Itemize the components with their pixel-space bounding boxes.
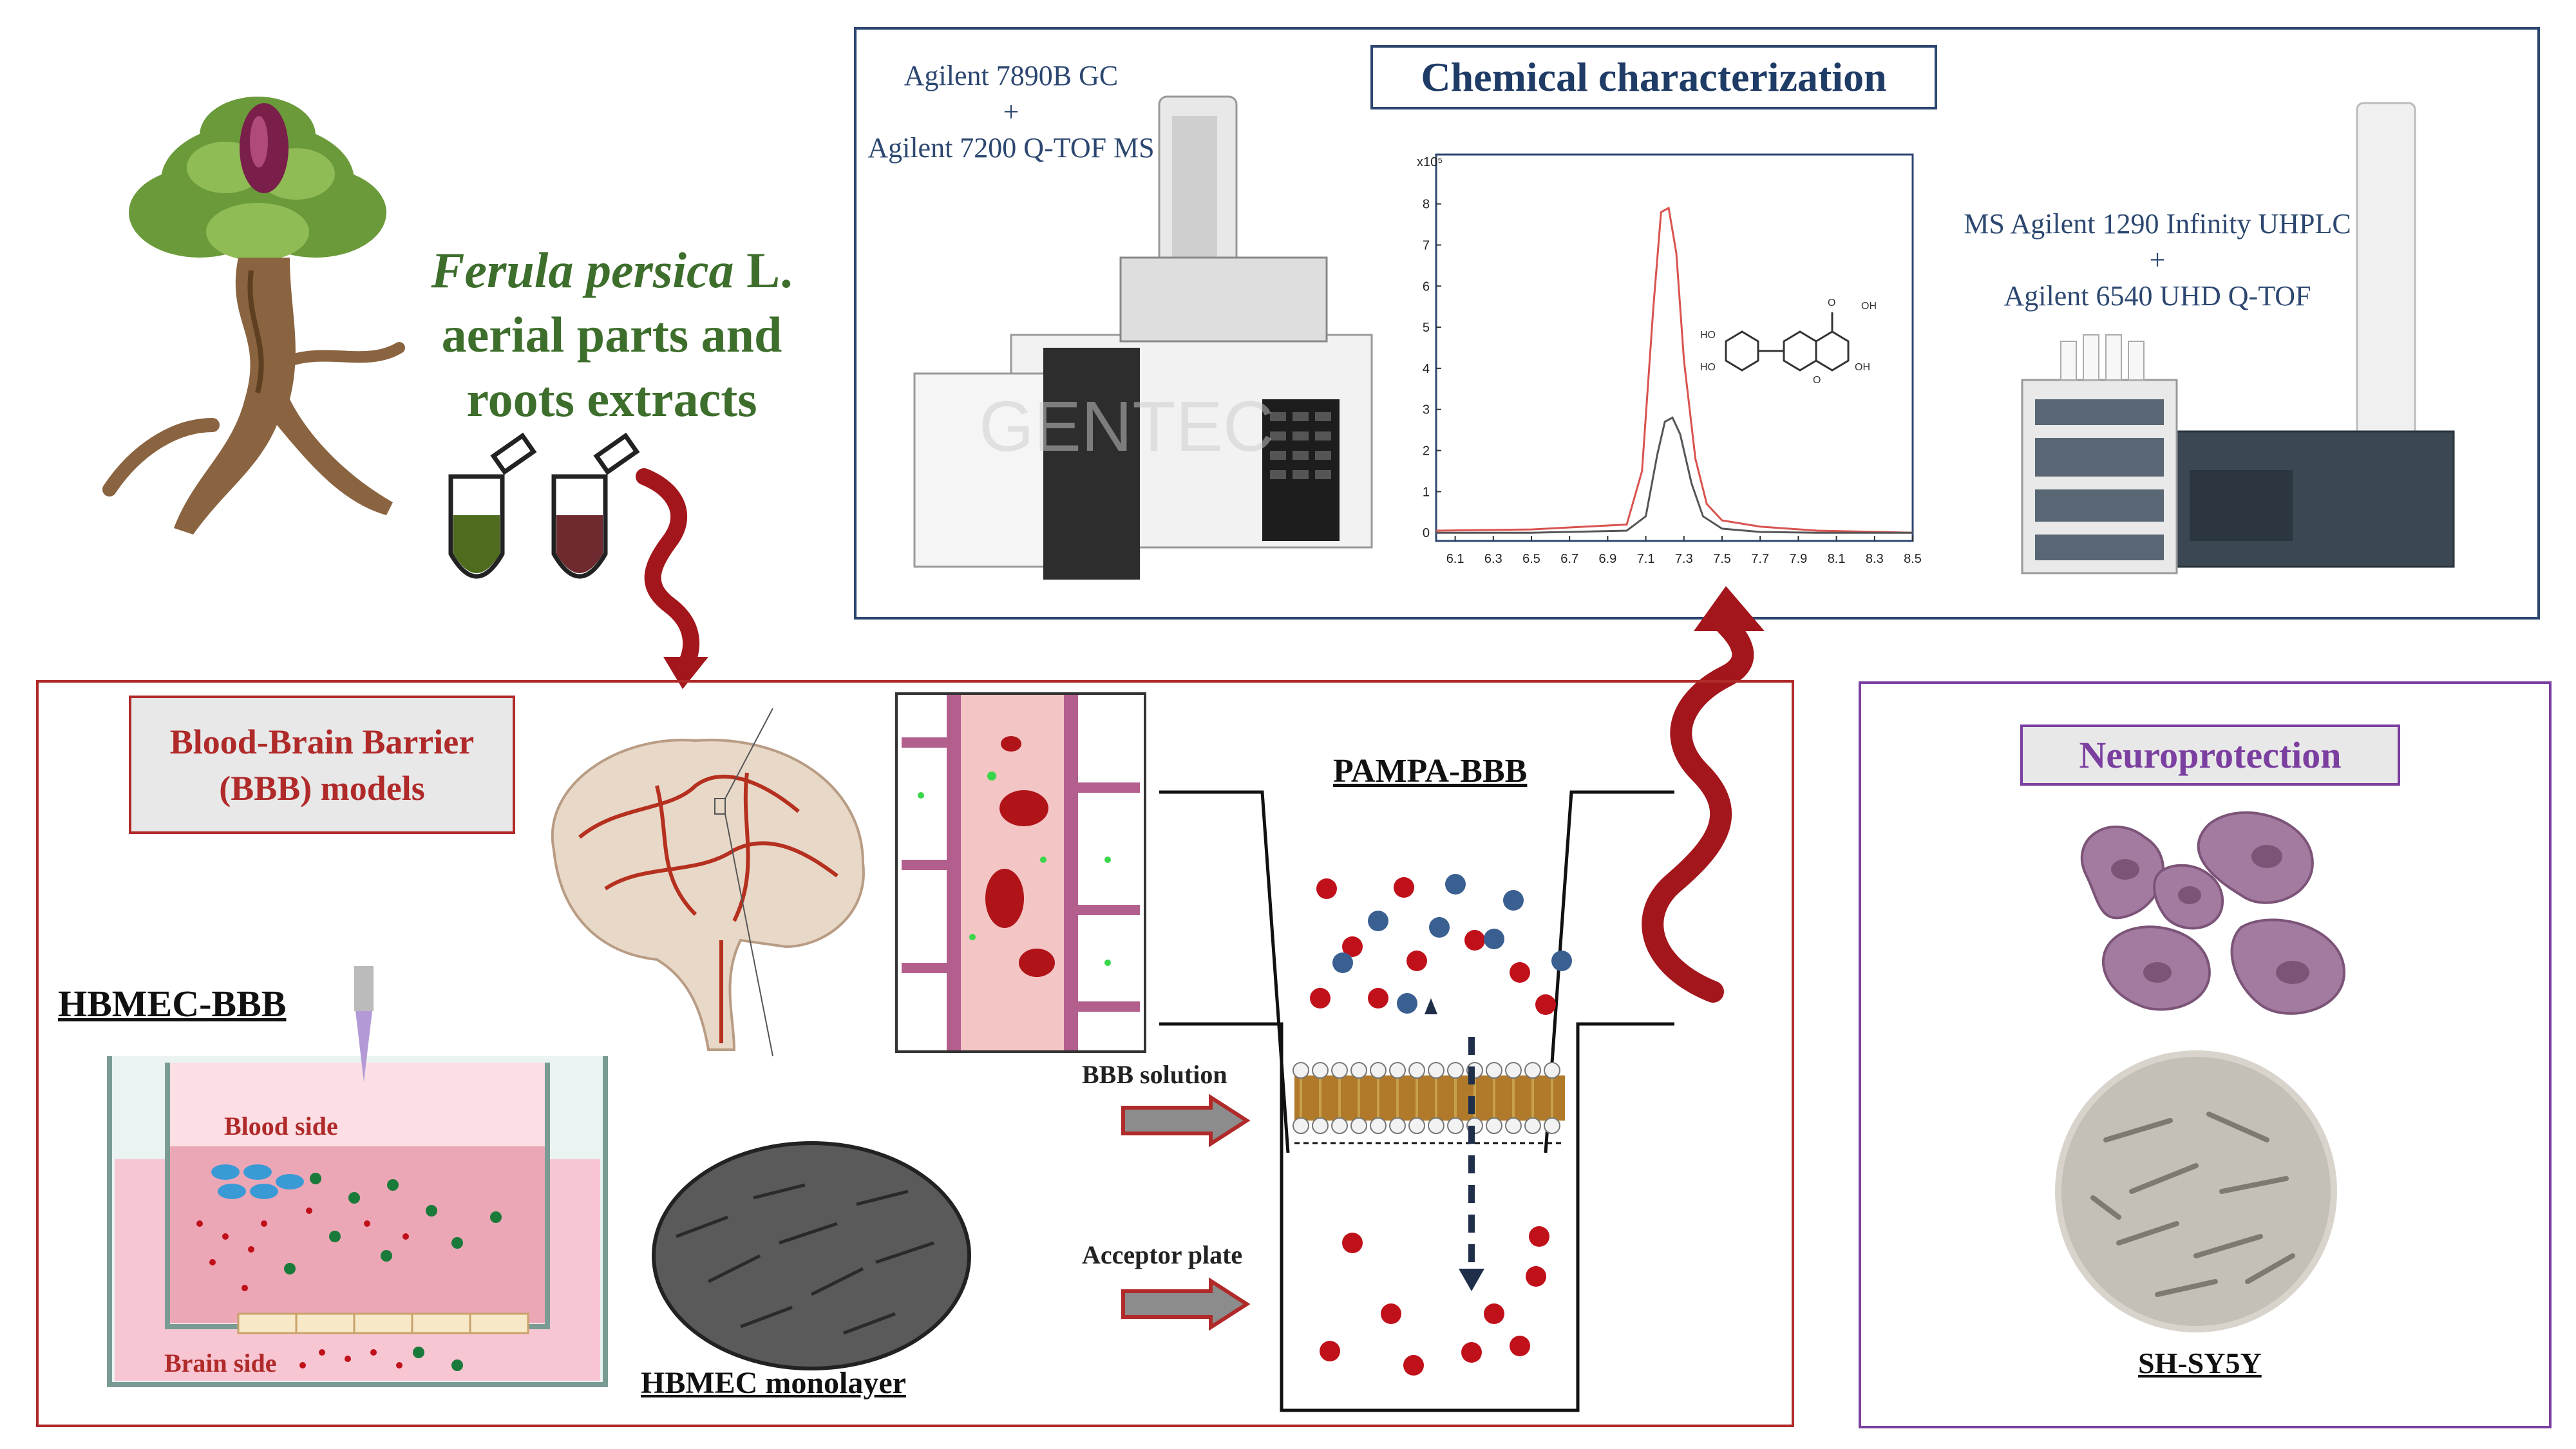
acceptor-plate-arrow	[1121, 1277, 1251, 1331]
x-tick-label: 6.9	[1598, 552, 1616, 566]
chromatogram-series-2	[1436, 416, 1913, 534]
hbmec-monolayer-label: HBMEC monolayer	[641, 1366, 906, 1400]
bbb-solution-label: BBB solution	[1082, 1060, 1227, 1089]
y-tick-label: 8	[1423, 198, 1430, 212]
molecule-o-1: O	[1828, 298, 1835, 308]
acceptor-plate-label: Acceptor plate	[1082, 1240, 1243, 1269]
chemical-panel	[854, 27, 2540, 620]
y-tick-label: 2	[1423, 444, 1430, 459]
x-tick-label: 7.1	[1637, 552, 1655, 566]
hbmec-monolayer-image	[652, 1141, 971, 1370]
gc-plus: +	[1003, 96, 1019, 128]
x-tick-label: 7.5	[1713, 552, 1731, 566]
gc-ms-instrument: GENTEC	[913, 95, 1373, 580]
ferula-plant-illustration	[102, 97, 405, 535]
blood-side-label: Blood side	[224, 1112, 338, 1141]
shsy5y-microscopy	[2055, 1050, 2337, 1332]
gc-instrument-1: Agilent 7890B GC	[904, 60, 1119, 91]
y-tick-label: 5	[1423, 321, 1430, 335]
bbb-title: Blood-Brain Barrier (BBB) models	[129, 696, 515, 834]
plant-title: Ferula persica L. aerial parts and roots…	[406, 238, 818, 431]
molecule-oh-2: OH	[1855, 362, 1870, 373]
gc-label: Agilent 7890B GC + Agilent 7200 Q-TOF MS	[857, 58, 1166, 166]
x-tick-label: 7.3	[1675, 552, 1693, 566]
x-tick-label: 7.9	[1789, 552, 1807, 566]
lc-instrument-2: Agilent 6540 UHD Q-TOF	[2003, 280, 2311, 312]
y-tick-label: 1	[1423, 485, 1430, 499]
y-tick-label: 3	[1423, 403, 1430, 417]
flavonoid-structure: OH HO HO OH O O	[1700, 298, 1877, 386]
molecule-ho-2: HO	[1700, 362, 1716, 373]
plant-line-2: aerial parts and	[441, 307, 782, 363]
lc-plus: +	[2149, 244, 2166, 276]
x-tick-label: 8.5	[1904, 552, 1922, 566]
transwell-insert	[107, 966, 608, 1387]
bbb-title-line-2: (BBB) models	[219, 768, 425, 808]
y-multiplier: x10⁵	[1417, 155, 1443, 169]
pampa-well	[1159, 790, 1674, 1412]
gc-instrument-2: Agilent 7200 Q-TOF MS	[867, 132, 1155, 164]
y-tick-label: 7	[1423, 238, 1430, 252]
plot-frame	[1435, 153, 1914, 542]
molecule-o-2: O	[1813, 375, 1821, 386]
neuro-title: Neuroprotection	[2020, 724, 2400, 786]
neuron-cells-illustration	[2081, 811, 2346, 1015]
plant-species-suffix: L.	[734, 242, 793, 298]
brain-side-label: Brain side	[164, 1349, 277, 1378]
lc-label: MS Agilent 1290 Infinity UHPLC + Agilent…	[1932, 206, 2383, 314]
molecule-oh-1: OH	[1861, 301, 1877, 312]
arrow-pampa-to-chemical	[1642, 586, 1765, 1003]
pampa-title: PAMPA-BBB	[1333, 753, 1528, 790]
bbb-title-line-1: Blood-Brain Barrier	[169, 722, 475, 761]
x-tick-label: 6.3	[1484, 552, 1502, 566]
x-tick-label: 8.1	[1828, 552, 1846, 566]
y-tick-label: 0	[1423, 526, 1430, 540]
x-tick-label: 8.3	[1866, 552, 1884, 566]
x-tick-label: 7.7	[1751, 552, 1769, 566]
chromatogram-series-1	[1435, 206, 1913, 534]
bbb-solution-arrow	[1121, 1094, 1251, 1148]
bbb-panel	[36, 680, 1794, 1427]
chromatogram-chart: x10⁵ 0 1 2 3 4 5 6 7 8 6.1 6.3 6.5 6.7 6.9 7.1 7.3 7.5 7.7…	[1417, 153, 1922, 566]
hbmec-title: HBMEC-BBB	[58, 983, 287, 1025]
lc-ms-instrument	[2021, 102, 2455, 574]
gc-watermark: GENTEC	[979, 387, 1274, 466]
plant-species-name: Ferula persica	[431, 242, 734, 298]
x-tick-label: 6.1	[1446, 552, 1464, 566]
brain-illustration	[551, 708, 865, 1057]
lc-instrument-1: MS Agilent 1290 Infinity UHPLC	[1964, 208, 2351, 240]
arrow-plant-to-bbb	[636, 468, 708, 689]
extract-tubes	[448, 432, 640, 579]
cell-line-label: SH-SY5Y	[2138, 1347, 2262, 1379]
x-tick-label: 6.5	[1522, 552, 1540, 566]
molecule-ho-1: HO	[1700, 330, 1716, 341]
neuro-panel	[1859, 681, 2552, 1428]
y-tick-label: 4	[1423, 362, 1430, 376]
vessel-zoom	[895, 692, 1146, 1053]
plant-line-3: roots extracts	[466, 371, 757, 427]
chemical-title: Chemical characterization	[1370, 45, 1937, 109]
y-tick-label: 6	[1423, 279, 1430, 294]
x-tick-label: 6.7	[1560, 552, 1578, 566]
